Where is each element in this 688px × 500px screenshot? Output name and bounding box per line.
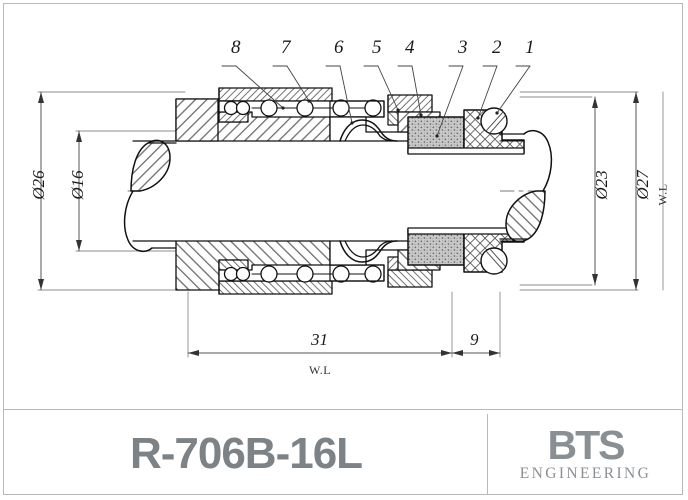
callout-6: 6 — [334, 37, 344, 58]
callout-8: 8 — [231, 37, 241, 58]
callout-4: 4 — [405, 37, 415, 58]
dimension-length-31: 31 — [311, 330, 328, 349]
company-logo: BTS ENGINEERING — [489, 409, 682, 498]
dimension-diameter-26: Ø26 — [29, 170, 48, 200]
dimension-diameter-27: Ø27 — [633, 170, 652, 200]
callout-7: 7 — [281, 37, 291, 58]
dimension-diameter-16: Ø16 — [68, 170, 87, 200]
dimension-diameter-23: Ø23 — [592, 170, 611, 200]
waterline-label-right: W.L — [655, 183, 670, 206]
callout-5: 5 — [372, 37, 382, 58]
callout-3: 3 — [458, 37, 468, 58]
dimension-length-9: 9 — [470, 330, 479, 349]
title-block — [4, 409, 682, 498]
callout-1: 1 — [525, 37, 535, 58]
part-number-title: R-706B-16L — [129, 428, 363, 478]
callout-2: 2 — [492, 37, 502, 58]
logo-tagline-text: ENGINEERING — [519, 464, 652, 482]
page-border — [3, 3, 683, 495]
logo-brand-text: BTS — [547, 421, 626, 468]
title-block-divider — [487, 414, 488, 494]
waterline-label-bottom: W.L — [308, 363, 332, 377]
